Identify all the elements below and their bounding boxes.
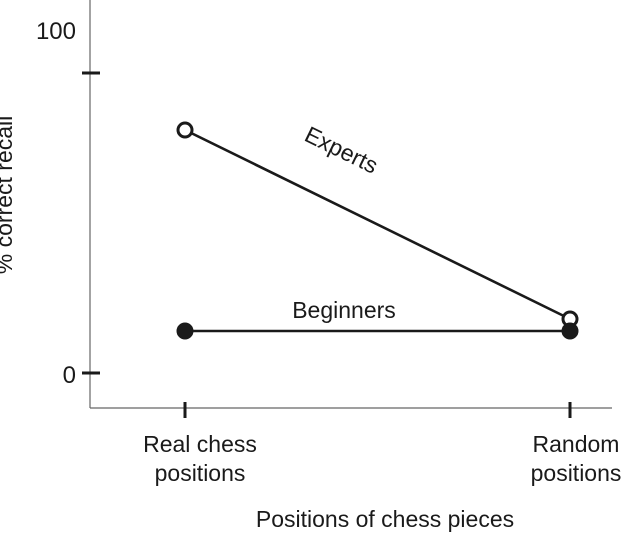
experts-point-0 xyxy=(176,121,194,139)
series-label-experts: Experts xyxy=(301,121,382,179)
experts-line xyxy=(184,128,571,321)
beginners-point-1 xyxy=(561,322,579,340)
y-tick-label-0: 0 xyxy=(63,362,76,389)
axes xyxy=(89,0,612,409)
y-axis-label: % correct recall xyxy=(0,116,17,274)
beginners-point-0 xyxy=(176,322,194,340)
text-layer: % correct recall Positions of chess piec… xyxy=(0,18,621,532)
tick-marks xyxy=(82,71,572,418)
series-layer xyxy=(176,121,579,340)
y-tick-label-100: 100 xyxy=(36,18,76,45)
x-axis-label: Positions of chess pieces xyxy=(256,506,514,532)
series-label-beginners: Beginners xyxy=(292,297,396,323)
